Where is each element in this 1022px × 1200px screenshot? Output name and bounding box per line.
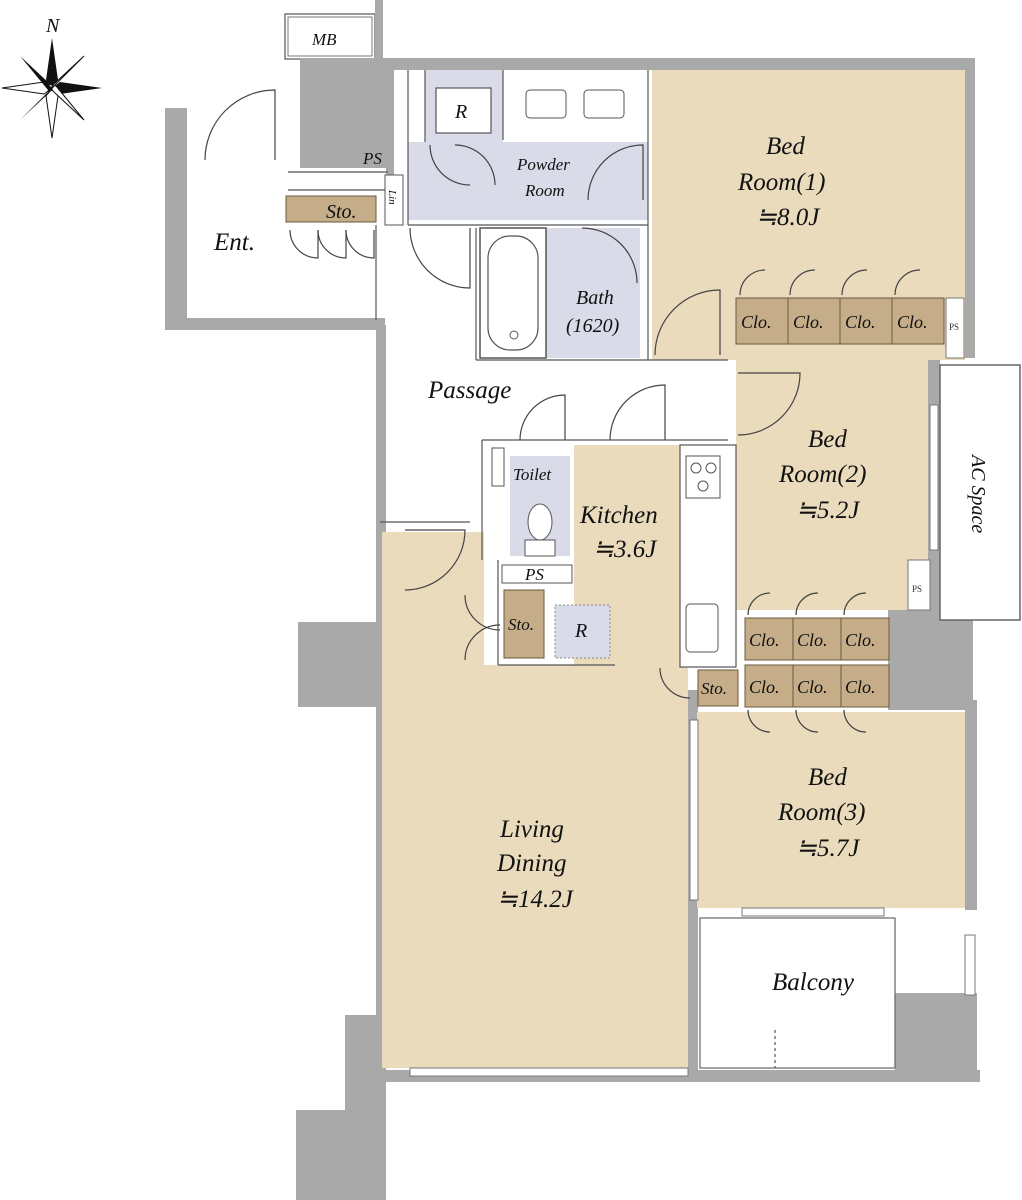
- bath-label-1: Bath: [576, 287, 614, 309]
- closet-b3-2: [792, 664, 842, 708]
- entrance-label: Ent.: [213, 229, 255, 256]
- lin-label: Lin: [386, 189, 398, 205]
- bedroom-3: [697, 712, 965, 908]
- living-label-1: Living: [499, 816, 564, 843]
- stove-icon: [685, 455, 721, 499]
- closet-b3-3: [840, 664, 890, 708]
- bath-label-2: (1620): [566, 315, 620, 337]
- sink-left: [525, 89, 567, 119]
- clo-label: Clo.: [845, 630, 876, 650]
- closet-b2-1: [744, 617, 794, 661]
- refrigerator-top-label: R: [454, 101, 467, 123]
- clo-label: Clo.: [741, 312, 772, 332]
- refrigerator-kitchen: [554, 604, 611, 659]
- closet-b1-4: [891, 297, 945, 345]
- bed2-size: ≒5.2J: [796, 497, 861, 524]
- bed1-label-1: Bed: [766, 133, 805, 160]
- toilet-label: Toilet: [513, 465, 552, 484]
- small-storage: [697, 669, 739, 707]
- toilet-bowl-icon: [527, 503, 553, 541]
- bed2-label-2: Room(2): [778, 461, 866, 488]
- balcony-label: Balcony: [772, 969, 855, 996]
- kitchen-storage: [503, 589, 545, 659]
- closet-b2-2: [792, 617, 842, 661]
- sto-kitchen-label: Sto.: [508, 615, 534, 634]
- ps-toilet-label: PS: [524, 565, 544, 584]
- bed2-label-1: Bed: [808, 426, 847, 453]
- toilet-tank: [491, 447, 505, 487]
- bedroom2-window: [929, 404, 939, 551]
- north-label: N: [45, 15, 61, 37]
- clo-label: Clo.: [749, 677, 780, 697]
- clo-label: Clo.: [797, 630, 828, 650]
- refrigerator-top-box: [435, 87, 492, 134]
- compass-icon: N: [1, 15, 102, 139]
- bed1-size: ≒8.0J: [756, 204, 821, 231]
- ps-top-label: PS: [362, 149, 382, 168]
- powder-room-label-2: Room: [524, 181, 565, 200]
- sink-right: [583, 89, 625, 119]
- clo-label: Clo.: [797, 677, 828, 697]
- living-size: ≒14.2J: [497, 886, 575, 913]
- clo-label: Clo.: [897, 312, 928, 332]
- sto-entrance-label: Sto.: [326, 201, 357, 223]
- kitchen-sink-icon: [685, 603, 719, 653]
- doors: [204, 89, 921, 733]
- bed3-label-2: Room(3): [777, 799, 865, 826]
- living-label-2: Dining: [496, 850, 566, 877]
- ac-space-label: AC Space: [967, 453, 989, 533]
- ps-box-bed1: [945, 297, 965, 359]
- ac-space: [939, 364, 1021, 621]
- ps-small-label: PS: [949, 322, 959, 332]
- ps-box-bed2: [907, 559, 931, 611]
- refrigerator-kitchen-label: R: [574, 620, 587, 642]
- living-window: [409, 1067, 689, 1077]
- powder-room-label-1: Powder: [516, 155, 570, 174]
- closet-b2-3: [840, 617, 890, 661]
- closet-b1-2: [787, 297, 841, 345]
- clo-label: Clo.: [749, 630, 780, 650]
- kitchen-size: ≒3.6J: [593, 536, 658, 563]
- interior-lines: [288, 70, 728, 666]
- bedroom3-window: [741, 907, 885, 917]
- living-side-window: [689, 719, 699, 901]
- balcony: [699, 917, 896, 1069]
- bedroom-2: [736, 352, 928, 610]
- closet-b3-1: [744, 664, 794, 708]
- mb-label: MB: [311, 30, 337, 49]
- closet-b1-1: [735, 297, 789, 345]
- passage-label: Passage: [427, 377, 511, 404]
- sto-small-label: Sto.: [701, 679, 727, 698]
- powder-room: [408, 142, 648, 220]
- bed1-label-2: Room(1): [737, 169, 825, 196]
- bed3-label-1: Bed: [808, 764, 847, 791]
- clo-label: Clo.: [845, 312, 876, 332]
- closet-b1-3: [839, 297, 893, 345]
- bath-area: [545, 228, 640, 358]
- kitchen-label: Kitchen: [579, 502, 658, 529]
- bed3-size: ≒5.7J: [796, 835, 861, 862]
- entrance-storage: [285, 195, 377, 223]
- clo-label: Clo.: [845, 677, 876, 697]
- ps-small-label: PS: [912, 584, 922, 594]
- clo-label: Clo.: [793, 312, 824, 332]
